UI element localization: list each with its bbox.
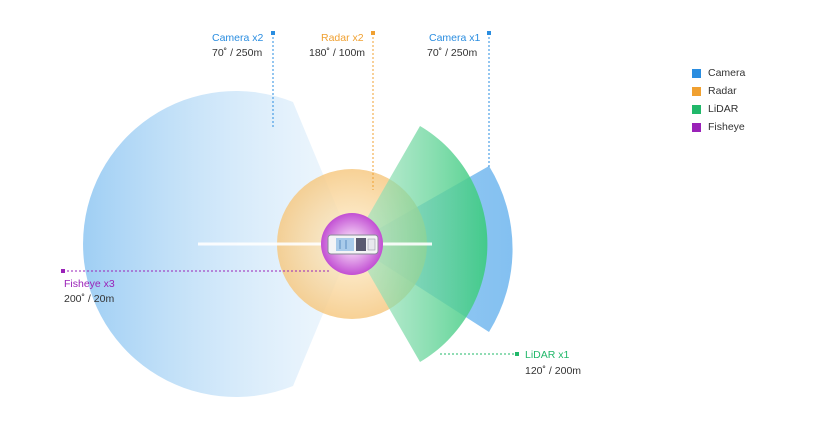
- callout-camera-x2: Camera x2 70˚ / 250m: [212, 32, 264, 59]
- legend-label: Radar: [708, 85, 737, 97]
- svg-text:70˚ / 250m: 70˚ / 250m: [212, 47, 262, 59]
- legend-label: Fisheye: [708, 121, 745, 133]
- leader-lines: [61, 31, 519, 356]
- legend-swatch: [692, 68, 701, 78]
- legend-item-camera: Camera: [692, 64, 745, 82]
- svg-text:200˚ / 20m: 200˚ / 20m: [64, 293, 114, 305]
- callout-lidar-x1: LiDAR x1 120˚ / 200m: [525, 349, 581, 377]
- legend-label: Camera: [708, 67, 746, 79]
- legend-swatch: [692, 104, 701, 114]
- vehicle-icon: [327, 234, 379, 255]
- svg-text:70˚ / 250m: 70˚ / 250m: [427, 47, 477, 59]
- callout-radar-x2: Radar x2 180˚ / 100m: [309, 32, 365, 59]
- legend-label: LiDAR: [708, 103, 739, 115]
- legend-item-lidar: LiDAR: [692, 100, 745, 118]
- svg-text:Radar x2: Radar x2: [321, 32, 364, 44]
- legend-swatch: [692, 122, 701, 132]
- legend-item-fisheye: Fisheye: [692, 118, 745, 136]
- svg-text:Fisheye x3: Fisheye x3: [64, 278, 115, 290]
- callout-fisheye-x3: Fisheye x3 200˚ / 20m: [64, 278, 115, 305]
- svg-text:Camera x2: Camera x2: [212, 32, 264, 44]
- svg-text:120˚ / 200m: 120˚ / 200m: [525, 365, 581, 377]
- legend: Camera Radar LiDAR Fisheye: [692, 64, 745, 136]
- svg-text:180˚ / 100m: 180˚ / 100m: [309, 47, 365, 59]
- svg-text:Camera x1: Camera x1: [429, 32, 481, 44]
- callout-camera-x1: Camera x1 70˚ / 250m: [427, 32, 481, 59]
- svg-text:LiDAR x1: LiDAR x1: [525, 349, 570, 361]
- legend-swatch: [692, 86, 701, 96]
- legend-item-radar: Radar: [692, 82, 745, 100]
